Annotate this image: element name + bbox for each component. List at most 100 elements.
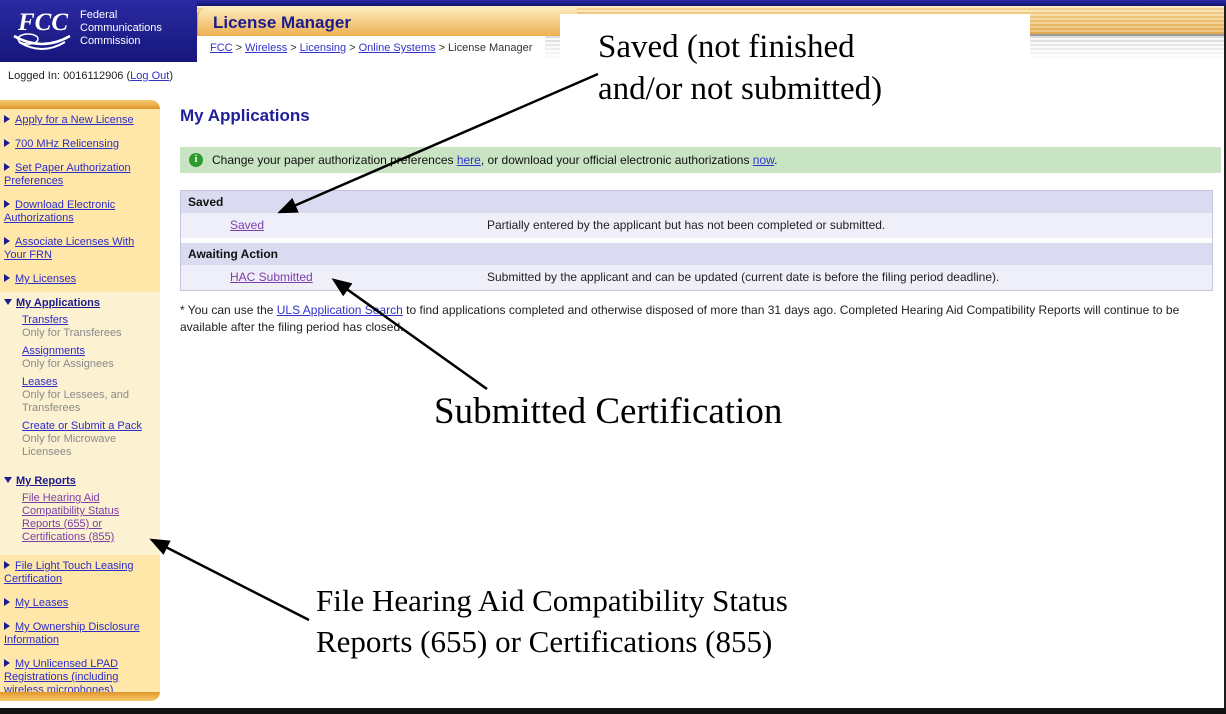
- triangle-right-icon: [4, 598, 10, 606]
- fcc-logo: FCC: [13, 9, 71, 50]
- download-authorizations-now-link[interactable]: now: [752, 153, 775, 167]
- sidebar-item-light-touch-leasing[interactable]: File Light Touch Leasing Certification: [0, 555, 160, 592]
- logged-in-label: Logged In:: [8, 70, 64, 82]
- my-applications-submenu: Transfers Only for Transferees Assignmen…: [22, 314, 157, 459]
- applications-table: Saved Saved Partially entered by the app…: [180, 190, 1213, 291]
- breadcrumb-link-licensing[interactable]: Licensing: [299, 42, 347, 54]
- window-right-edge: [1224, 6, 1226, 714]
- sidebar-item-my-applications[interactable]: My Applications: [4, 297, 157, 310]
- sidebar-link-leases[interactable]: Leases: [22, 376, 58, 388]
- sidebar-item-set-paper-authorization[interactable]: Set Paper Authorization Preferences: [0, 157, 160, 194]
- sidebar-item-my-licenses[interactable]: My Licenses: [0, 268, 160, 292]
- info-bar: i Change your paper authorization prefer…: [180, 147, 1221, 173]
- submenu-entry-assignments: Assignments Only for Assignees: [22, 345, 157, 371]
- triangle-right-icon: [4, 622, 10, 630]
- submenu-entry-file-hac: File Hearing Aid Compatibility Status Re…: [22, 492, 157, 544]
- sidebar-link-700mhz-relicensing[interactable]: 700 MHz Relicensing: [15, 138, 119, 150]
- sidebar-nav: Apply for a New License 700 MHz Relicens…: [0, 100, 160, 701]
- paren: ): [169, 70, 173, 82]
- fcc-logo-block: FCC Federal Communications Commission: [0, 0, 197, 62]
- saved-applications-link[interactable]: Saved: [230, 218, 265, 232]
- sidebar-section-my-applications: My Applications Transfers Only for Trans…: [0, 292, 160, 470]
- app-title-tab: License Manager: [197, 8, 577, 36]
- sidebar-item-ownership-disclosure[interactable]: My Ownership Disclosure Information: [0, 616, 160, 653]
- top-navy-bar: [0, 0, 1226, 6]
- table-gap: [181, 238, 1212, 243]
- breadcrumb-link-fcc[interactable]: FCC: [210, 42, 233, 54]
- sidebar-link-associate-licenses[interactable]: Associate Licenses With Your FRN: [4, 236, 135, 261]
- sidebar-link-apply-new-license[interactable]: Apply for a New License: [15, 114, 134, 126]
- hac-submitted-description: Submitted by the applicant and can be up…: [487, 270, 1000, 284]
- table-row-saved: Saved Partially entered by the applicant…: [181, 213, 1212, 238]
- sidebar-link-file-hac-reports[interactable]: File Hearing Aid Compatibility Status Re…: [22, 492, 120, 543]
- triangle-right-icon: [4, 274, 10, 282]
- sidebar-link-ownership-disclosure[interactable]: My Ownership Disclosure Information: [4, 621, 140, 646]
- footnote-text: * You can use the: [180, 303, 277, 317]
- hac-submitted-link[interactable]: HAC Submitted: [230, 270, 313, 284]
- sidebar-section-my-reports: My Reports File Hearing Aid Compatibilit…: [0, 470, 160, 555]
- paper-preferences-here-link[interactable]: here: [456, 153, 481, 167]
- arrow-to-file-hac-sidebar-link: [149, 538, 310, 622]
- info-icon: i: [189, 153, 203, 167]
- breadcrumb-separator: >: [235, 42, 243, 54]
- paren: (: [126, 70, 131, 82]
- logged-in-status: Logged In: 0016112906 (Log Out): [8, 70, 173, 82]
- breadcrumb-current: License Manager: [448, 42, 533, 54]
- sidebar-link-unlicensed-lpad[interactable]: My Unlicensed LPAD Registrations (includ…: [4, 658, 119, 696]
- breadcrumb-link-online-systems[interactable]: Online Systems: [358, 42, 436, 54]
- sidebar-item-700mhz-relicensing[interactable]: 700 MHz Relicensing: [0, 133, 160, 157]
- sidebar-link-set-paper-authorization[interactable]: Set Paper Authorization Preferences: [4, 162, 131, 187]
- info-text: Change your paper authorization preferen…: [212, 153, 457, 167]
- triangle-right-icon: [4, 659, 10, 667]
- info-text: .: [774, 153, 778, 167]
- info-text: , or download your official electronic a…: [480, 153, 753, 167]
- page-title: My Applications: [180, 106, 310, 125]
- submenu-note: Only for Lessees, and Transferees: [22, 389, 130, 414]
- sidebar-item-my-reports[interactable]: My Reports: [4, 475, 157, 488]
- triangle-right-icon: [4, 115, 10, 123]
- sidebar-link-my-reports[interactable]: My Reports: [16, 475, 76, 487]
- submenu-entry-transfers: Transfers Only for Transferees: [22, 314, 157, 340]
- submenu-note: Only for Microwave Licensees: [22, 433, 117, 458]
- fcc-org-name: Federal Communications Commission: [80, 9, 162, 47]
- sidebar-link-my-leases[interactable]: My Leases: [15, 597, 69, 609]
- sidebar-item-my-leases[interactable]: My Leases: [0, 592, 160, 616]
- info-bar-text: Change your paper authorization preferen…: [212, 153, 778, 167]
- uls-application-search-link[interactable]: ULS Application Search: [276, 303, 403, 317]
- sidebar-link-download-authorizations[interactable]: Download Electronic Authorizations: [4, 199, 116, 224]
- sidebar-bottom-strip: [0, 692, 160, 701]
- logged-in-frn: 0016112906: [63, 70, 124, 82]
- callout-box-saved: Saved (not finished and/or not submitted…: [560, 14, 1030, 116]
- submenu-note: Only for Transferees: [22, 327, 122, 339]
- my-reports-submenu: File Hearing Aid Compatibility Status Re…: [22, 492, 157, 544]
- sidebar-item-associate-licenses[interactable]: Associate Licenses With Your FRN: [0, 231, 160, 268]
- breadcrumb-separator: >: [290, 42, 297, 54]
- footnote: * You can use the ULS Application Search…: [180, 302, 1218, 336]
- sidebar-link-my-applications[interactable]: My Applications: [16, 297, 100, 309]
- sidebar-body: Apply for a New License 700 MHz Relicens…: [0, 109, 160, 696]
- submenu-entry-create-submit-pack: Create or Submit a Pack Only for Microwa…: [22, 420, 157, 459]
- triangle-right-icon: [4, 139, 10, 147]
- sidebar-link-create-submit-pack[interactable]: Create or Submit a Pack: [22, 420, 142, 432]
- table-section-header-saved: Saved: [181, 191, 1212, 213]
- log-out-link[interactable]: Log Out: [130, 70, 170, 82]
- sidebar-link-my-licenses[interactable]: My Licenses: [15, 273, 77, 285]
- callout-file-hac-text: File Hearing Aid Compatibility Status Re…: [316, 583, 788, 659]
- table-section-header-awaiting-action: Awaiting Action: [181, 243, 1212, 265]
- sidebar-link-transfers[interactable]: Transfers: [22, 314, 69, 326]
- submenu-note: Only for Assignees: [22, 358, 114, 370]
- sidebar-link-light-touch-leasing[interactable]: File Light Touch Leasing Certification: [4, 560, 134, 585]
- breadcrumb-separator: >: [349, 42, 356, 54]
- sidebar-link-assignments[interactable]: Assignments: [22, 345, 85, 357]
- triangle-right-icon: [4, 163, 10, 171]
- submenu-entry-leases: Leases Only for Lessees, and Transferees: [22, 376, 157, 415]
- triangle-right-icon: [4, 200, 10, 208]
- breadcrumb: FCC>Wireless>Licensing>Online Systems>Li…: [210, 42, 532, 54]
- triangle-right-icon: [4, 237, 10, 245]
- triangle-down-icon: [4, 477, 12, 483]
- sidebar-item-apply-new-license[interactable]: Apply for a New License: [0, 109, 160, 133]
- callout-submitted-certification-text: Submitted Certification: [434, 391, 783, 432]
- sidebar-item-download-authorizations[interactable]: Download Electronic Authorizations: [0, 194, 160, 231]
- breadcrumb-link-wireless[interactable]: Wireless: [245, 42, 288, 54]
